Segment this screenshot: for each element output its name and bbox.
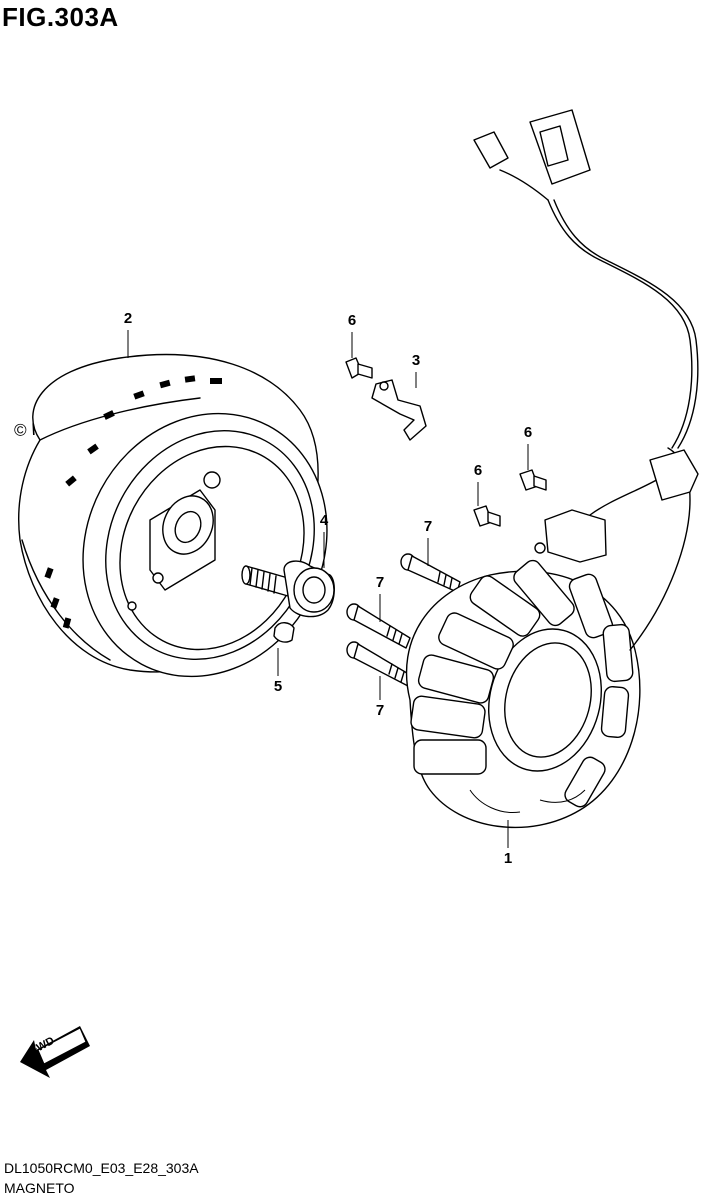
- callout-screw-a: 6: [347, 312, 357, 329]
- callout-screw-c: 6: [523, 424, 533, 441]
- screw-c-part[interactable]: [519, 469, 547, 491]
- callout-stator-bolt-a: 7: [423, 518, 433, 535]
- callout-key: 5: [273, 678, 283, 695]
- callout-stator-bolt-b: 7: [375, 574, 385, 591]
- key-part[interactable]: [273, 622, 295, 643]
- figure-title: FIG.303A: [2, 2, 119, 32]
- rotor-part[interactable]: [18, 353, 373, 720]
- screw-a-part[interactable]: [345, 357, 373, 379]
- callout-bracket: 3: [411, 352, 421, 369]
- stator-bolt-c-part[interactable]: [346, 641, 413, 687]
- bracket-part[interactable]: [371, 379, 427, 441]
- callout-stator-bolt-c: 7: [375, 702, 385, 719]
- callout-screw-b: 6: [473, 462, 483, 479]
- rotor-bolt-part[interactable]: [241, 560, 335, 618]
- figure-caption: MAGNETO: [4, 1180, 75, 1196]
- screw-b-part[interactable]: [473, 505, 501, 527]
- callout-stator: 1: [503, 850, 513, 867]
- stator-coils: [410, 559, 634, 808]
- rotor-windows: [44, 375, 222, 629]
- callout-rotor: 2: [123, 310, 133, 327]
- callout-rotor-bolt: 4: [319, 512, 329, 529]
- stator-part[interactable]: [405, 109, 699, 829]
- model-code: DL1050RCM0_E03_E28_303A: [4, 1160, 199, 1176]
- stator-bolt-a-part[interactable]: [400, 553, 461, 593]
- stator-bolt-b-part[interactable]: [346, 603, 411, 649]
- fwd-arrow-icon: [20, 1026, 90, 1078]
